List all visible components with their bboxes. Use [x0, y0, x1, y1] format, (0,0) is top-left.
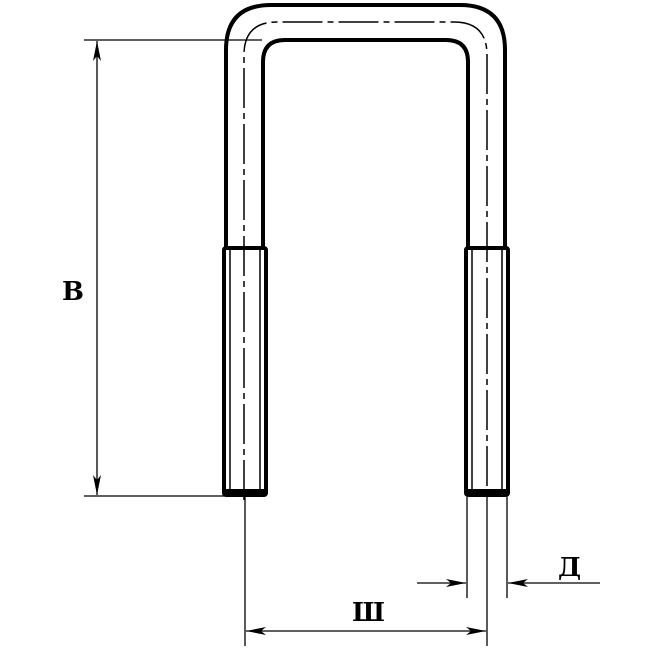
outer-contour: [224, 3, 507, 250]
dimension-width: [244, 497, 488, 646]
inner-contour: [261, 38, 470, 250]
dimension-height: [84, 39, 262, 497]
u-bolt-body: [222, 3, 510, 500]
centerline: [243, 21, 488, 500]
dimension-diameter: [417, 497, 600, 598]
width-label: Ш: [352, 598, 385, 628]
height-label: В: [62, 277, 84, 307]
left-thread: [222, 246, 268, 497]
right-thread: [464, 246, 510, 497]
diameter-label: Д: [558, 553, 581, 583]
